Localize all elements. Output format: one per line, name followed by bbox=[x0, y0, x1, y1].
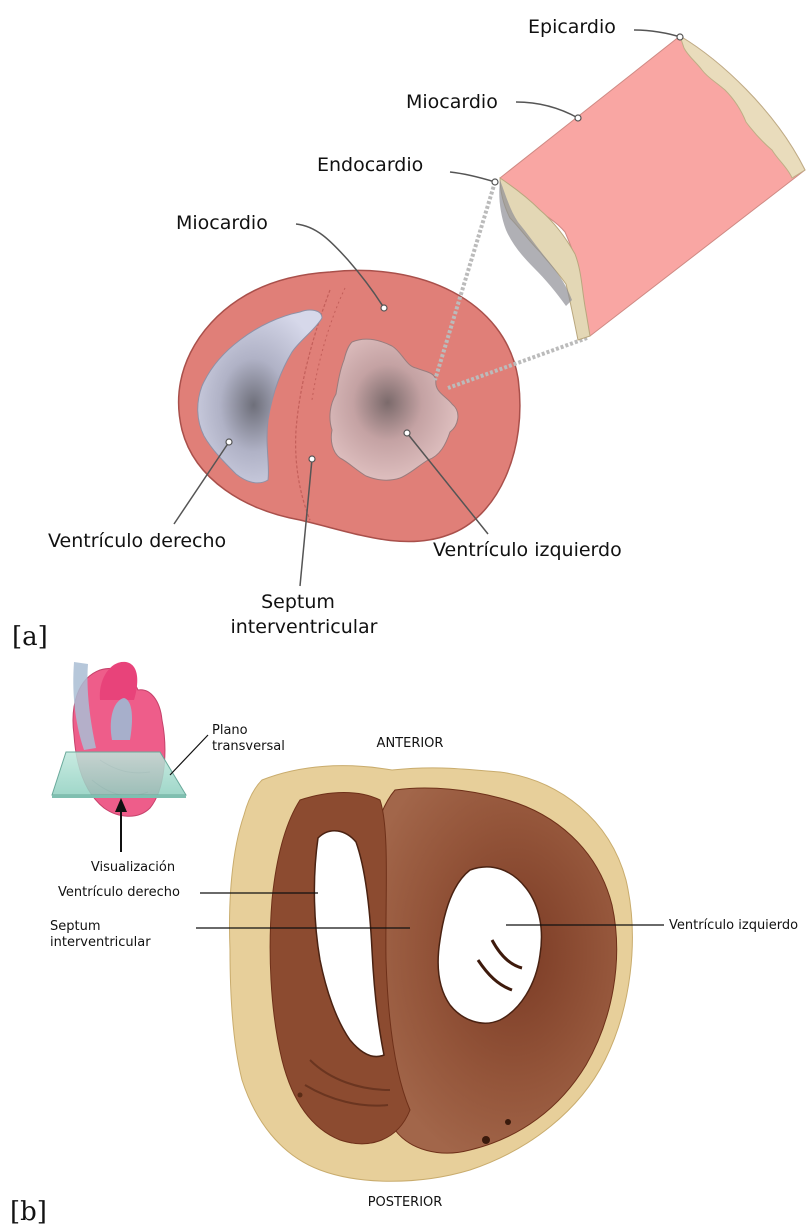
leader-endocardio bbox=[450, 172, 495, 182]
label-septum-line2: interventricular bbox=[230, 616, 377, 638]
label-anterior: ANTERIOR bbox=[377, 736, 444, 751]
label-septum-line2: interventricular bbox=[50, 935, 151, 950]
myocardium-wall-layer bbox=[500, 36, 805, 336]
label-visualizacion: Visualización bbox=[91, 860, 175, 875]
leader-epicardio bbox=[634, 30, 680, 37]
label-miocardio-top: Miocardio bbox=[406, 91, 498, 113]
label-ventriculo-izquierdo: Ventrículo izquierdo bbox=[669, 918, 798, 933]
label-ventriculo-derecho: Ventrículo derecho bbox=[58, 885, 180, 900]
heart-orientation-icon bbox=[52, 662, 186, 816]
label-septum-line1: Septum bbox=[261, 591, 335, 613]
leader-dot bbox=[404, 430, 410, 436]
heart-icon-aorta bbox=[100, 662, 137, 700]
label-septum-line1: Septum bbox=[50, 919, 101, 934]
label-miocardio-left: Miocardio bbox=[176, 212, 268, 234]
transverse-plane-edge bbox=[52, 795, 186, 798]
panel-b-tag: [b] bbox=[10, 1197, 47, 1227]
wall-zoom bbox=[499, 36, 805, 340]
specimen-vessel bbox=[298, 1093, 303, 1098]
label-ventriculo-izquierdo: Ventrículo izquierdo bbox=[433, 539, 622, 561]
panel-a-tag: [a] bbox=[12, 622, 48, 652]
panel-b: Plano transversal ANTERIOR Visualización… bbox=[10, 662, 798, 1227]
leader-plano bbox=[170, 735, 208, 775]
leader-dot bbox=[492, 179, 498, 185]
specimen-vessel bbox=[505, 1119, 511, 1125]
leader-dot bbox=[575, 115, 581, 121]
label-plano-line2: transversal bbox=[212, 739, 285, 754]
transverse-plane bbox=[52, 752, 186, 795]
leader-dot bbox=[381, 305, 387, 311]
panel-a: Epicardio Miocardio Endocardio Miocardio… bbox=[12, 16, 805, 652]
label-endocardio: Endocardio bbox=[317, 154, 423, 176]
leader-dot bbox=[677, 34, 683, 40]
label-epicardio: Epicardio bbox=[528, 16, 616, 38]
leader-dot bbox=[309, 456, 315, 462]
specimen-vessel bbox=[482, 1136, 490, 1144]
label-ventriculo-derecho: Ventrículo derecho bbox=[48, 530, 226, 552]
leader-dot bbox=[226, 439, 232, 445]
leader-miocardio-top bbox=[516, 102, 578, 118]
heart-specimen bbox=[230, 766, 633, 1182]
label-posterior: POSTERIOR bbox=[368, 1195, 443, 1210]
label-plano-line1: Plano bbox=[212, 723, 248, 738]
